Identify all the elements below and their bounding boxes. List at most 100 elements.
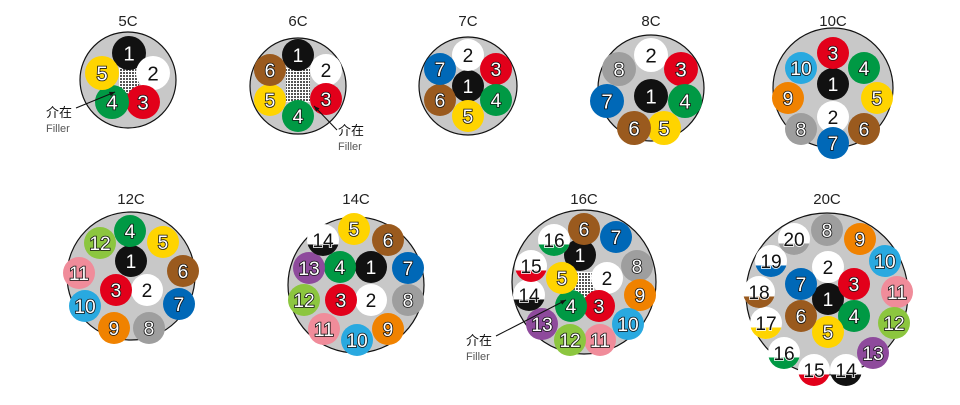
core-4: 4 xyxy=(668,84,702,118)
core-18: 18 xyxy=(743,276,775,308)
core-6-number: 6 xyxy=(628,119,639,141)
core-3: 3 xyxy=(100,274,132,306)
core-4-number: 4 xyxy=(106,93,117,115)
core-1-number: 1 xyxy=(126,252,137,273)
core-8: 8 xyxy=(392,284,424,316)
core-6: 6 xyxy=(568,213,600,245)
core-6-body xyxy=(848,113,880,145)
core-2-number: 2 xyxy=(828,108,839,129)
core-19-stripe xyxy=(755,265,787,277)
core-14-number: 14 xyxy=(312,231,334,252)
core-3-number: 3 xyxy=(849,275,860,296)
core-14-number: 14 xyxy=(518,286,540,307)
filler-label-en: Filler xyxy=(466,351,490,363)
leader-line xyxy=(75,91,116,109)
core-10: 10 xyxy=(69,290,101,322)
core-4-body xyxy=(324,251,356,283)
core-3: 3 xyxy=(664,52,698,86)
core-14: 14 xyxy=(830,354,862,386)
core-4-number: 4 xyxy=(335,258,346,279)
core-1-body xyxy=(112,36,146,70)
core-2-body xyxy=(591,262,623,294)
core-13-body xyxy=(293,252,325,284)
core-2-number: 2 xyxy=(321,61,332,82)
core-5: 5 xyxy=(147,226,179,258)
core-12-number: 12 xyxy=(293,291,314,312)
core-5-body xyxy=(452,100,484,132)
core-8-body xyxy=(811,214,843,246)
core-8-body xyxy=(392,284,424,316)
core-14-number: 14 xyxy=(835,361,857,382)
core-11: 11 xyxy=(584,324,616,356)
core-3-body xyxy=(100,274,132,306)
core-11: 11 xyxy=(63,257,95,289)
core-5-body xyxy=(546,262,578,294)
cable-title: 14C xyxy=(342,191,370,208)
core-7-number: 7 xyxy=(796,275,807,296)
core-4-number: 4 xyxy=(566,297,577,318)
core-2-body xyxy=(817,101,849,133)
core-8-body xyxy=(785,113,817,145)
core-5: 5 xyxy=(452,100,484,132)
core-10-number: 10 xyxy=(74,297,95,318)
core-3: 3 xyxy=(126,85,160,119)
core-5-body xyxy=(254,84,286,116)
core-15-number: 15 xyxy=(520,257,541,278)
core-5-body xyxy=(647,111,681,145)
core-5: 5 xyxy=(546,262,578,294)
core-20: 20 xyxy=(778,223,810,255)
filler-label-jp: 介在 xyxy=(46,105,72,120)
core-8: 8 xyxy=(621,250,653,282)
core-20-stripe xyxy=(778,243,810,255)
core-5-number: 5 xyxy=(658,119,669,141)
core-5-number: 5 xyxy=(349,220,360,241)
filler-area xyxy=(286,68,310,102)
core-3-body xyxy=(325,284,357,316)
core-12: 12 xyxy=(878,307,910,339)
core-9: 9 xyxy=(844,223,876,255)
core-2: 2 xyxy=(136,56,170,90)
core-2-number: 2 xyxy=(602,269,613,290)
core-2-number: 2 xyxy=(823,258,834,279)
core-19-number: 19 xyxy=(760,252,781,273)
core-5: 5 xyxy=(254,84,286,116)
core-4-body xyxy=(114,215,146,247)
core-4-body xyxy=(282,100,314,132)
core-1-body xyxy=(564,239,596,271)
core-4-number: 4 xyxy=(849,307,860,328)
core-1-body xyxy=(452,70,484,102)
core-3: 3 xyxy=(817,37,849,69)
core-4: 4 xyxy=(838,300,870,332)
arrow-head-icon xyxy=(560,300,566,305)
core-11: 11 xyxy=(881,276,913,308)
core-16-number: 16 xyxy=(543,231,564,252)
core-12-body xyxy=(288,284,320,316)
core-8-number: 8 xyxy=(144,319,155,340)
core-2-body xyxy=(812,251,844,283)
core-9-body xyxy=(372,313,404,345)
core-12-body xyxy=(554,324,586,356)
core-2: 2 xyxy=(634,38,668,72)
core-6-body xyxy=(568,213,600,245)
leader-line xyxy=(495,299,567,337)
core-7-number: 7 xyxy=(174,295,185,316)
core-3: 3 xyxy=(310,83,342,115)
core-13-number: 13 xyxy=(862,344,883,365)
core-15: 15 xyxy=(798,354,830,386)
core-9-number: 9 xyxy=(383,320,394,341)
core-10-body xyxy=(341,324,373,356)
core-2-number: 2 xyxy=(463,46,474,67)
core-6-body xyxy=(254,54,286,86)
core-5-number: 5 xyxy=(96,64,107,86)
core-8-number: 8 xyxy=(632,257,643,278)
core-14-stripe xyxy=(830,374,862,386)
core-6: 6 xyxy=(785,300,817,332)
core-13: 13 xyxy=(293,252,325,284)
core-11-number: 11 xyxy=(887,283,907,304)
